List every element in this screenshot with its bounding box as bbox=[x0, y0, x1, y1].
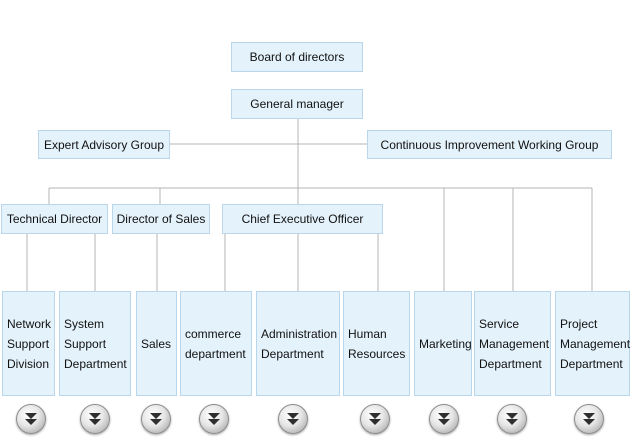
expand-down-circle-icon[interactable] bbox=[497, 404, 527, 434]
expand-down-circle-icon[interactable] bbox=[429, 404, 459, 434]
expand-down-circle-icon[interactable] bbox=[80, 404, 110, 434]
expand-down-circle-icon[interactable] bbox=[16, 404, 46, 434]
node-label: System Support Department bbox=[64, 316, 127, 371]
node-label: Director of Sales bbox=[116, 212, 206, 226]
node-label: Technical Director bbox=[6, 212, 103, 226]
node-label: Network Support Division bbox=[7, 316, 52, 371]
service-management-department-node[interactable]: Service Management Department bbox=[474, 291, 551, 396]
node-label: Project Management Department bbox=[560, 316, 631, 371]
project-management-department-node[interactable]: Project Management Department bbox=[555, 291, 630, 396]
expand-down-circle-icon[interactable] bbox=[199, 404, 229, 434]
node-label: Service Management Department bbox=[479, 316, 550, 371]
node-label: Board of directors bbox=[249, 50, 345, 64]
expert-advisory-group-node[interactable]: Expert Advisory Group bbox=[38, 130, 170, 159]
node-label: Continuous Improvement Working Group bbox=[380, 137, 599, 152]
system-support-department-node[interactable]: System Support Department bbox=[59, 291, 131, 396]
chief-executive-officer-node[interactable]: Chief Executive Officer bbox=[222, 204, 383, 234]
expand-down-circle-icon[interactable] bbox=[278, 404, 308, 434]
marketing-node[interactable]: Marketing bbox=[414, 291, 472, 396]
expand-down-circle-icon[interactable] bbox=[574, 404, 604, 434]
director-of-sales-node[interactable]: Director of Sales bbox=[112, 204, 210, 234]
node-label: Expert Advisory Group bbox=[43, 137, 165, 152]
technical-director-node[interactable]: Technical Director bbox=[1, 204, 108, 234]
node-label: commerce department bbox=[185, 326, 246, 361]
general-manager-node[interactable]: General manager bbox=[231, 89, 363, 119]
board-of-directors-node[interactable]: Board of directors bbox=[231, 42, 363, 72]
node-label: Chief Executive Officer bbox=[241, 212, 364, 226]
administration-department-node[interactable]: Administration Department bbox=[256, 291, 340, 396]
expand-down-circle-icon[interactable] bbox=[360, 404, 390, 434]
node-label: Human Resources bbox=[348, 326, 406, 361]
node-label: Sales bbox=[141, 336, 172, 351]
node-label: General manager bbox=[250, 97, 344, 111]
network-support-division-node[interactable]: Network Support Division bbox=[2, 291, 55, 396]
expand-down-circle-icon[interactable] bbox=[141, 404, 171, 434]
human-resources-node[interactable]: Human Resources bbox=[343, 291, 410, 396]
node-label: Administration Department bbox=[261, 326, 338, 361]
continuous-improvement-working-group-node[interactable]: Continuous Improvement Working Group bbox=[367, 130, 612, 159]
node-label: Marketing bbox=[419, 336, 472, 351]
commerce-department-node[interactable]: commerce department bbox=[180, 291, 252, 396]
sales-node[interactable]: Sales bbox=[136, 291, 177, 396]
